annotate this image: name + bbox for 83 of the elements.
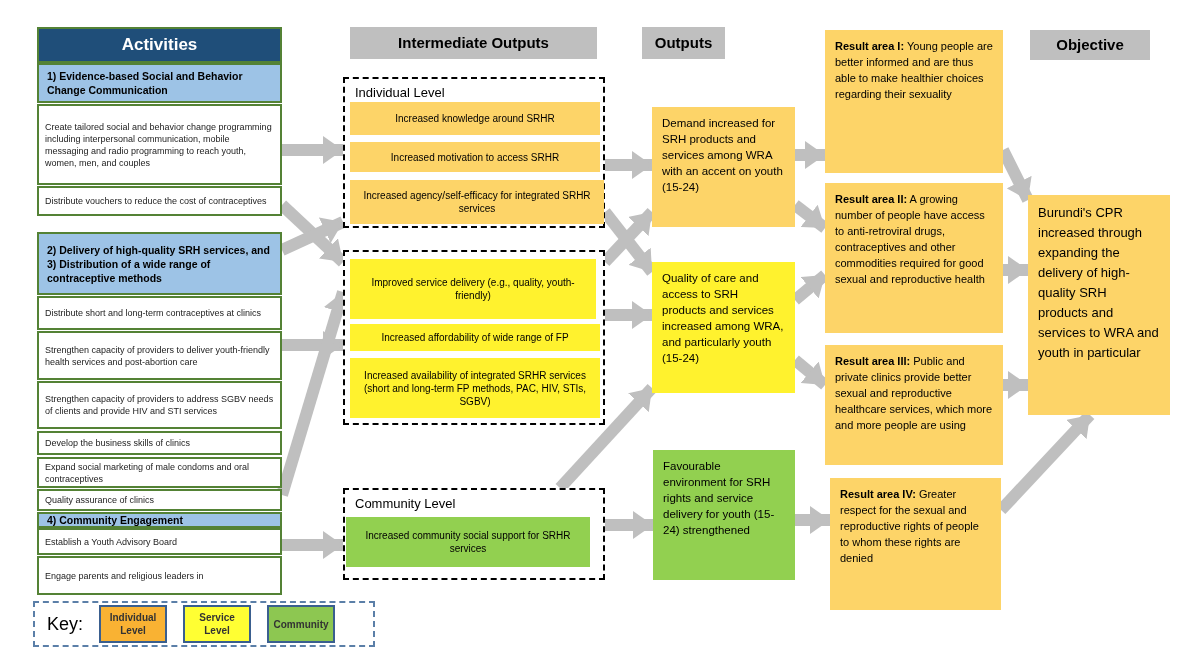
output-box <box>350 358 600 418</box>
column-header <box>37 27 282 63</box>
box-text: 4) Community Engagement <box>47 513 184 527</box>
box-text: Strengthen capacity of providers to address SGBV needs of clients and provide HIV and STI services <box>45 393 274 417</box>
box-text: Result area I: Young people are better informed and are thus able to make healthier choices regarding their sexuality <box>835 39 993 102</box>
output-box <box>653 450 795 580</box>
group-label: Community Level <box>354 495 457 513</box>
box-text: Distribute short and long-term contraceptives at clinics <box>45 307 263 319</box>
box-text: Develop the business skills of clinics <box>45 437 192 449</box>
box-text: Activities <box>121 34 198 57</box>
dashed-group-box <box>343 250 605 425</box>
group-label: Individual Level <box>354 84 446 102</box>
activity-box <box>37 457 282 488</box>
box-text: Establish a Youth Advisory Board <box>45 535 179 548</box>
activity-box <box>37 528 282 555</box>
box-text: Demand increased for SRH products and services among WRA with an accent on youth (15-24) <box>662 116 784 195</box>
box-text: Distribute vouchers to reduce the cost of contraceptives <box>45 195 268 207</box>
result-area-box <box>825 30 1003 173</box>
arrow <box>605 301 652 329</box>
activity-box <box>37 104 282 185</box>
box-text: Expand social marketing of male condoms and oral contraceptives <box>45 460 251 485</box>
column-header <box>642 27 725 59</box>
result-area-box <box>830 478 1001 610</box>
box-text: Strengthen capacity of providers to deliver youth-friendly health services and post-abortion care <box>45 343 271 368</box>
arrow <box>605 511 653 539</box>
output-box <box>652 262 795 393</box>
box-text: Increased knowledge around SRHR <box>395 112 555 125</box>
box-text: Result area IV: Greater respect for the sexual and reproductive rights of people to whom these rights are denied <box>840 487 980 566</box>
box-text: Result area II: A growing number of people have access to anti-retroviral drugs, contraceptives and other commodities required for good sexual and reproductive health <box>835 192 986 287</box>
box-text: Create tailored social and behavior change programming including interpersonal communication, mobile messaging and radio programming to reach youth, women, men, and couples <box>45 120 273 169</box>
box-text: Intermediate Outputs <box>398 32 549 53</box>
output-box <box>350 259 596 319</box>
output-box <box>350 142 600 172</box>
legend-key-box: Community <box>267 605 336 643</box>
result-area-box <box>825 345 1003 465</box>
output-box <box>350 180 604 224</box>
box-text: Quality assurance of clinics <box>45 494 156 506</box>
activity-box <box>37 556 282 595</box>
section-header <box>37 232 282 295</box>
arrow <box>605 151 652 179</box>
box-text: Engage parents and religious leaders in <box>45 569 205 582</box>
activity-box <box>37 381 282 429</box>
box-text: Result area III: Public and private clinics provide better sexual and reproductive healthcare services, which more and more people are using <box>835 354 993 433</box>
output-box <box>652 107 795 227</box>
column-header <box>1030 30 1150 60</box>
output-box <box>346 517 590 567</box>
legend-key-box: Service Level <box>183 605 252 643</box>
column-header <box>350 27 597 59</box>
box-text: Improved service delivery (e.g., quality, youth-friendly) <box>370 276 576 302</box>
objective-box <box>1028 195 1170 415</box>
box-text: Increased affordability of wide range of FP <box>381 331 569 344</box>
box-text: Quality of care and access to SRH products and services increased among WRA, and particularly youth (15-24) <box>662 271 785 366</box>
box-text: Burundi's CPR increased through expanding the delivery of high-quality SRH products and services to WRA and youth in particular <box>1038 204 1160 362</box>
result-area-box <box>825 183 1003 333</box>
box-text: Objective <box>1056 34 1124 55</box>
section-header <box>37 63 282 103</box>
box-text: Increased agency/self-efficacy for integrated SRHR services <box>362 189 592 215</box>
arrow <box>795 141 825 169</box>
activity-box <box>37 186 282 216</box>
arrow <box>282 531 343 559</box>
activity-box <box>37 331 282 380</box>
activity-box <box>37 431 282 455</box>
box-text: Increased motivation to access SRHR <box>390 150 560 164</box>
section-header <box>37 512 282 528</box>
activity-box <box>37 296 282 330</box>
key-label: Key: <box>47 612 84 636</box>
box-text: Increased availability of integrated SRHR services (short and long-term FP methods, PAC, HIV, STIs, SGBV) <box>362 368 588 408</box>
output-box <box>350 324 600 351</box>
box-text: 1) Evidence-based Social and Behavior Change Communication <box>47 69 244 97</box>
arrow <box>282 136 343 164</box>
box-text: 3) Distribution of a wide range of contraceptive methods <box>47 256 212 285</box>
box-text: Increased community social support for SRHR services <box>364 529 572 555</box>
box-text: 2) Delivery of high-quality SRH services, and <box>47 242 271 257</box>
box-text: Favourable environment for SRH rights and service delivery for youth (15-24) strengthened <box>663 459 776 538</box>
legend-key-box: Individual Level <box>99 605 168 643</box>
output-box <box>350 102 600 135</box>
dashed-group-box <box>343 488 605 580</box>
arrow <box>1003 371 1028 399</box>
box-text: Outputs <box>654 32 713 53</box>
activity-box <box>37 489 282 511</box>
arrow <box>795 506 830 534</box>
dashed-group-box <box>343 77 605 228</box>
arrow <box>1003 256 1028 284</box>
